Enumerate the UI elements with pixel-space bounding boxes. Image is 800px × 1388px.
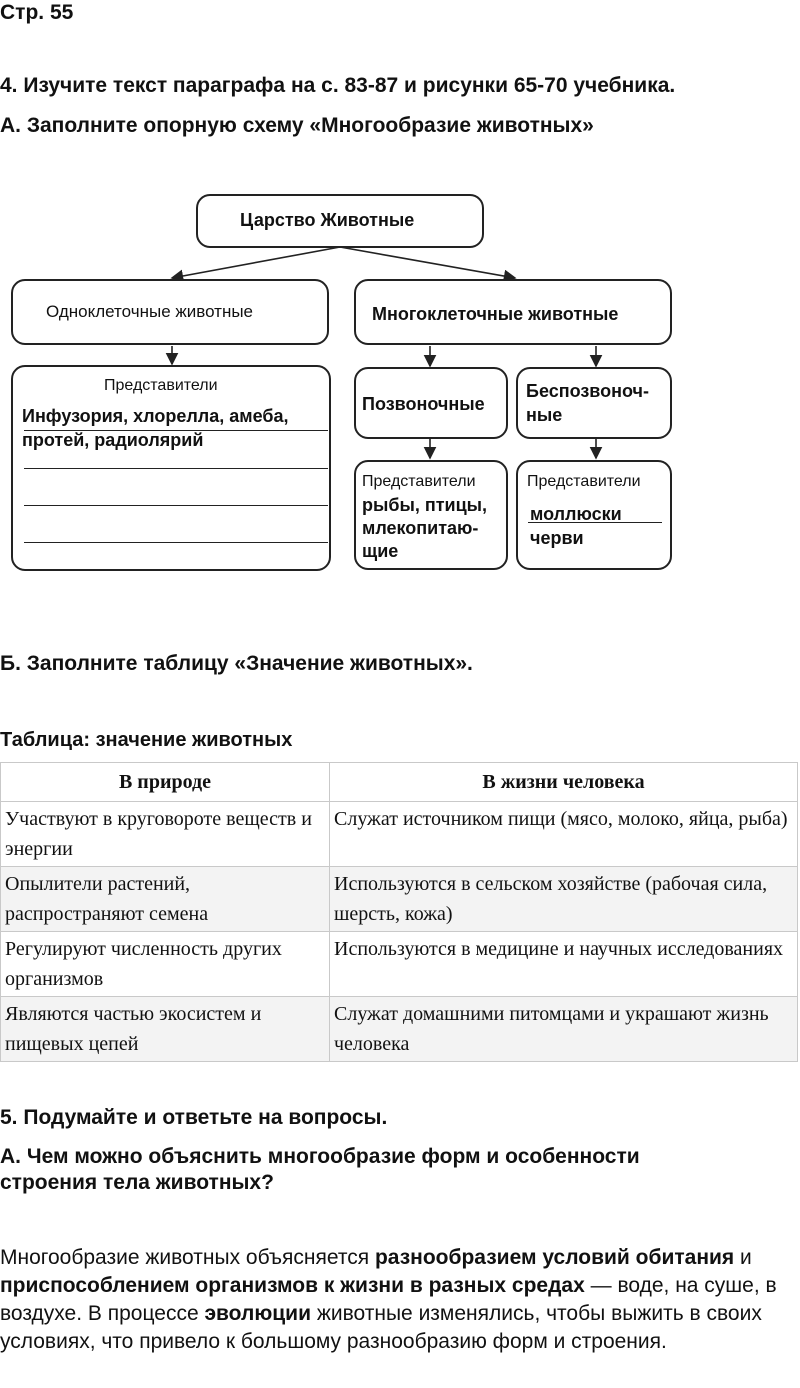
- answer-line: [528, 522, 662, 523]
- vertebrate-example-line-2: млекопитаю-: [362, 518, 479, 538]
- invertebrate-example-line-2: черви: [530, 528, 584, 548]
- vertebrate-example-line-1: рыбы, птицы,: [362, 495, 488, 515]
- answer-line: [24, 468, 328, 469]
- scheme-connectors: [165, 246, 603, 460]
- table-row: Участвуют в круговороте веществ и энерги…: [0, 801, 798, 867]
- unicellular-example-line-1: Инфузория, хлорелла, амеба,: [22, 406, 289, 426]
- header-in-nature: В природе: [0, 762, 330, 802]
- answer-text: Многообразие животных объясняется: [0, 1246, 375, 1269]
- table-row: Являются частью экосистем и пищевых цепе…: [0, 996, 798, 1062]
- answer-bold: приспособлением организмов к жизни в раз…: [0, 1274, 585, 1297]
- answer-line: [24, 430, 328, 431]
- task4-title: 4. Изучите текст параграфа на с. 83-87 и…: [0, 74, 676, 97]
- answer-line: [24, 505, 328, 506]
- table-row: Опылители растений, распространяют семен…: [0, 866, 798, 932]
- invertebrates-label-line-1: Беспозвоноч-: [526, 381, 649, 401]
- vertebrate-example-line-3: щие: [362, 541, 399, 561]
- representatives-label: Представители: [527, 473, 641, 490]
- animals-significance-table: В природе В жизни человека Участвуют в к…: [0, 762, 798, 1062]
- unicellular-label: Одноклеточные животные: [46, 302, 254, 321]
- table-cell: Служат домашними питомцами и украшают жи…: [329, 996, 798, 1062]
- answer-text: и: [734, 1246, 752, 1269]
- multicellular-label: Многоклеточные животные: [372, 304, 619, 324]
- unicellular-box: Одноклеточные животные: [11, 279, 329, 345]
- table-cell: Являются частью экосистем и пищевых цепе…: [0, 996, 330, 1062]
- table-header-row: В природе В жизни человека: [0, 762, 798, 802]
- table-cell: Используются в медицине и научных исслед…: [329, 931, 798, 997]
- answer-text: — воде, на суше, в воздухе. В процессе: [0, 1274, 777, 1325]
- answer-paragraph: Многообразие животных объясняется разноо…: [0, 1244, 796, 1356]
- invertebrate-representatives-box: Представители моллюски черви: [516, 460, 672, 570]
- table-cell: Регулируют численность других организмов: [0, 931, 330, 997]
- invertebrates-box: Беспозвоноч- ные: [516, 367, 672, 439]
- page-label: Стр. 55: [0, 1, 74, 24]
- answer-text: животные изменялись, чтобы выжить в свои…: [0, 1302, 762, 1353]
- task4-subtitle: А. Заполните опорную схему «Многообразие…: [0, 114, 594, 137]
- answer-bold: разнообразием условий обитания: [374, 1246, 735, 1269]
- invertebrate-example-line-1: моллюски: [530, 504, 622, 524]
- table-cell: Опылители растений, распространяют семен…: [0, 866, 330, 932]
- header-in-human-life: В жизни человека: [329, 762, 798, 802]
- table-cell: Участвуют в круговороте веществ и энерги…: [0, 801, 330, 867]
- answer-line: [24, 542, 328, 543]
- table-caption: Таблица: значение животных: [0, 729, 293, 751]
- multicellular-box: Многоклеточные животные: [354, 279, 672, 345]
- representatives-label: Представители: [362, 473, 476, 490]
- task5-question: А. Чем можно объяснить многообразие форм…: [0, 1145, 640, 1194]
- unicellular-representatives-box: Представители Инфузория, хлорелла, амеба…: [11, 365, 331, 571]
- table-cell: Используются в сельском хозяйстве (рабоч…: [329, 866, 798, 932]
- kingdom-box: Царство Животные: [196, 194, 484, 248]
- table-row: Регулируют численность других организмов…: [0, 931, 798, 997]
- vertebrates-box: Позвоночные: [354, 367, 508, 439]
- task5-title: 5. Подумайте и ответьте на вопросы.: [0, 1106, 388, 1129]
- representatives-label: Представители: [104, 377, 218, 394]
- answer-bold: эволюции: [204, 1302, 311, 1325]
- task-b-title: Б. Заполните таблицу «Значение животных»…: [0, 652, 473, 675]
- vertebrate-representatives-box: Представители рыбы, птицы, млекопитаю- щ…: [354, 460, 508, 570]
- unicellular-example-line-2: протей, радиолярий: [22, 430, 204, 450]
- kingdom-label: Царство Животные: [240, 210, 415, 230]
- invertebrates-label-line-2: ные: [526, 405, 563, 425]
- table-cell: Служат источником пищи (мясо, молоко, яй…: [329, 801, 798, 867]
- vertebrates-label: Позвоночные: [362, 394, 485, 414]
